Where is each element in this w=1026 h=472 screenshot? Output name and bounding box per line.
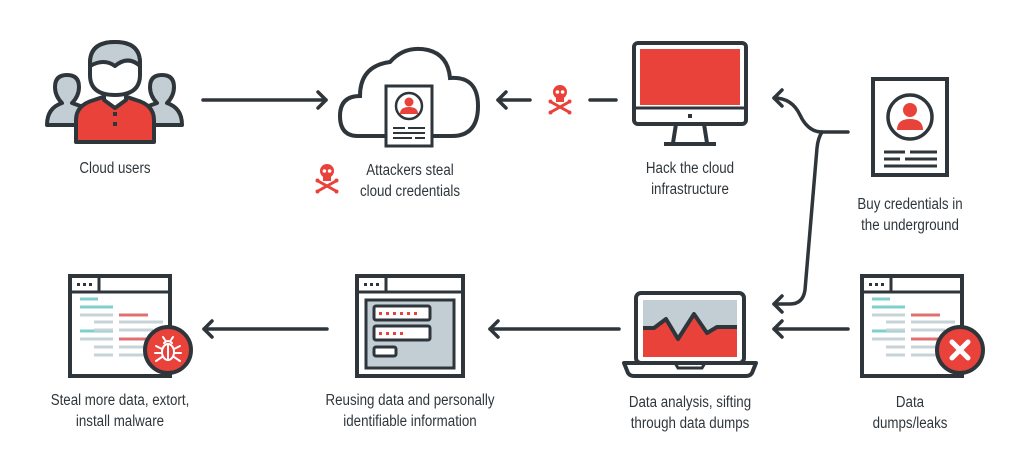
arrow-buy-to-monitor xyxy=(772,88,850,134)
browser-login-form-icon xyxy=(355,274,465,378)
skull-crossbones-icon xyxy=(314,162,340,195)
node-label-buy-credentials: Buy credentials in the underground xyxy=(857,196,963,234)
browser-document-bug-icon xyxy=(68,274,193,378)
arrow-buy-to-laptop xyxy=(772,130,824,314)
laptop-chart-icon xyxy=(622,291,758,378)
users-icon xyxy=(45,40,184,144)
node-label-cloud-users: Cloud users xyxy=(79,160,151,177)
credential-document-icon xyxy=(871,77,949,177)
arrow-users-to-cloud xyxy=(201,90,328,110)
node-label-attackers-steal: Attackers steal cloud credentials xyxy=(359,162,461,200)
bug-icon xyxy=(154,336,182,362)
node-label-steal-more: Steal more data, extort, install malware xyxy=(50,392,190,430)
cloud-credential-icon xyxy=(337,46,481,148)
arrow-laptop-to-reusing xyxy=(488,319,621,339)
skull-crossbones-icon xyxy=(547,83,573,116)
arrow-dumps-to-laptop xyxy=(772,319,850,339)
node-label-data-analysis: Data analysis, sifting through data dump… xyxy=(628,394,752,432)
node-label-data-dumps: Data dumps/leaks xyxy=(872,394,948,432)
arrow-reusing-to-steal xyxy=(202,319,329,339)
arrow-monitor-to-cloud xyxy=(496,90,618,110)
node-label-reusing-data: Reusing data and personally identifiable… xyxy=(325,392,495,430)
monitor-icon xyxy=(632,41,748,146)
node-label-hack-infrastructure: Hack the cloud infrastructure xyxy=(645,160,735,198)
browser-document-error-icon xyxy=(860,274,985,378)
